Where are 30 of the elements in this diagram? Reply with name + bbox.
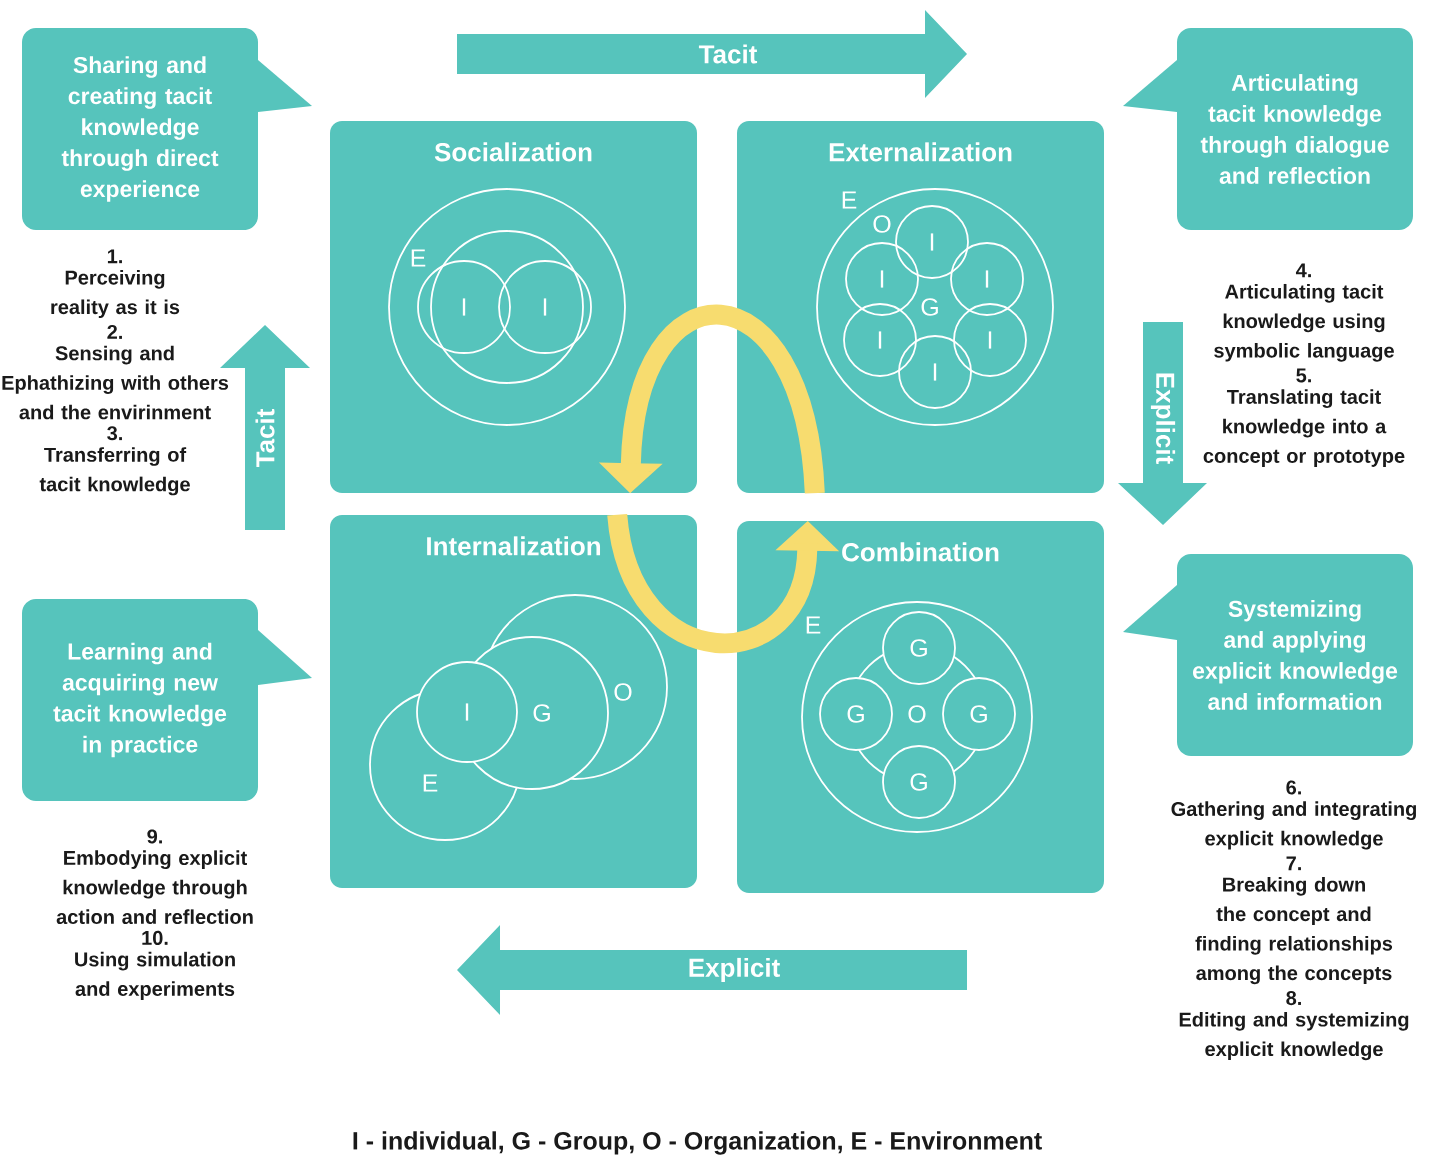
arrow-label: Explicit xyxy=(689,957,780,983)
circle xyxy=(430,230,584,384)
item-number: 9. xyxy=(147,829,162,844)
item-text: Gathering and integrating explicit knowledge xyxy=(1171,801,1416,850)
arrow-label: Explicit xyxy=(1150,373,1176,464)
callout-box: Systemizing and applying explicit knowledge and information xyxy=(1123,554,1413,756)
item-text: Transferring of tacit knowledge xyxy=(39,447,190,496)
caption: I - individual, G - Group, O - Organization, E - Environment xyxy=(353,1131,1042,1155)
item-text: Translating tacit knowledge into a concept or prototype xyxy=(1203,389,1405,467)
item-number: 2. xyxy=(107,324,122,339)
callout-box: Articulating tacit knowledge through dialogue and reflection xyxy=(1123,28,1413,230)
callout-box: Sharing and creating tacit knowledge through direct experience xyxy=(22,28,312,230)
item-text: Embodying explicit knowledge through action and reflection xyxy=(56,850,253,925)
callout-box: Learning and acquiring new tacit knowledge in practice xyxy=(22,599,312,801)
item-number: 8. xyxy=(1286,991,1301,1006)
arrow-label: Tacit xyxy=(255,408,275,468)
item-number: 10. xyxy=(142,930,168,945)
item-number: 7. xyxy=(1286,856,1301,871)
item-number: 4. xyxy=(1295,263,1311,278)
arrow-label: Tacit xyxy=(698,44,758,64)
item-text: Articulating tacit knowledge using symbolic language xyxy=(1214,283,1394,362)
item-text: Perceiving reality as it is xyxy=(51,269,180,319)
item-number: 5. xyxy=(1296,368,1311,383)
item-text: Breaking down the concept and finding relationships among the concepts xyxy=(1195,876,1393,985)
item-text: Using simulation and experiments xyxy=(75,951,235,1000)
item-text: Sensing and Ephathizing with others and the envirinment xyxy=(2,345,229,420)
item-number: 3. xyxy=(107,426,122,441)
item-number: 1. xyxy=(107,249,122,264)
item-text: Editing and systemizing explicit knowledge xyxy=(1179,1011,1409,1061)
item-number: 6. xyxy=(1286,780,1301,795)
